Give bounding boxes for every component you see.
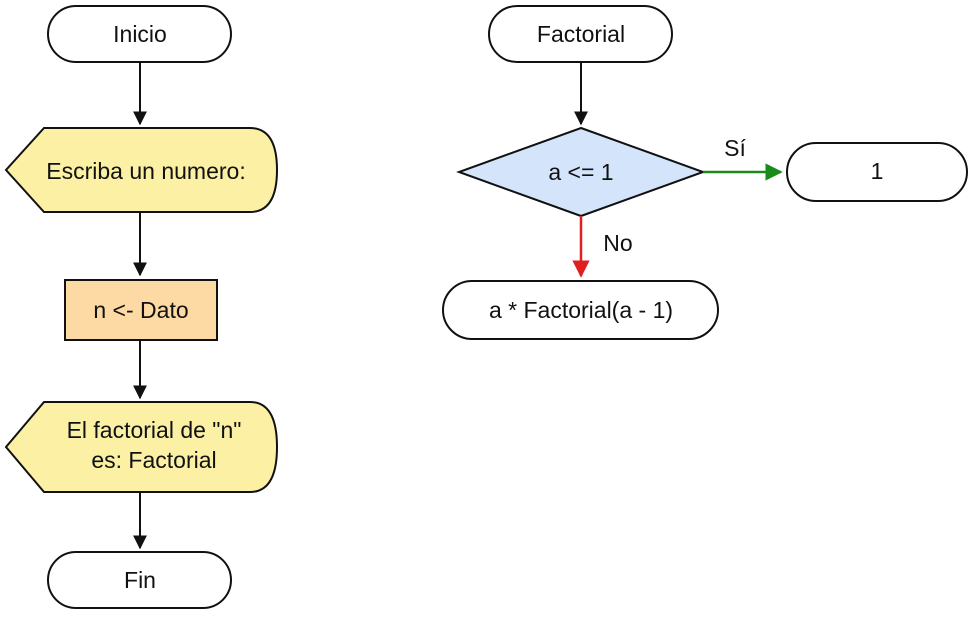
output-label-line2: es: Factorial [91,447,216,473]
decision-diamond: a <= 1 [456,126,706,218]
no-result-terminator: a * Factorial(a - 1) [442,280,719,340]
input-shape: Escriba un numero: [4,127,279,213]
input-label: Escriba un numero: [46,158,245,184]
end-label: Fin [124,567,156,593]
start-terminator: Inicio [47,5,232,63]
start-label: Inicio [113,21,167,47]
end-terminator: Fin [47,551,232,609]
yes-result-label: 1 [871,158,884,184]
process-label: n <- Dato [93,297,188,323]
no-result-label: a * Factorial(a - 1) [489,297,673,323]
output-label-line1: El factorial de "n" [67,417,242,443]
output-shape: El factorial de "n" es: Factorial [4,401,279,493]
yes-result-terminator: 1 [786,142,968,202]
yes-label: Sí [724,135,746,161]
process-box: n <- Dato [64,279,218,341]
decision-label: a <= 1 [548,159,613,185]
main-flow: Inicio Escriba un numero: n <- Dato El f… [4,5,279,609]
factorial-label: Factorial [537,21,625,47]
factorial-flow: Factorial a <= 1 Sí 1 No a * Factorial(a… [442,5,968,340]
no-label: No [603,230,632,256]
factorial-terminator: Factorial [488,5,673,63]
